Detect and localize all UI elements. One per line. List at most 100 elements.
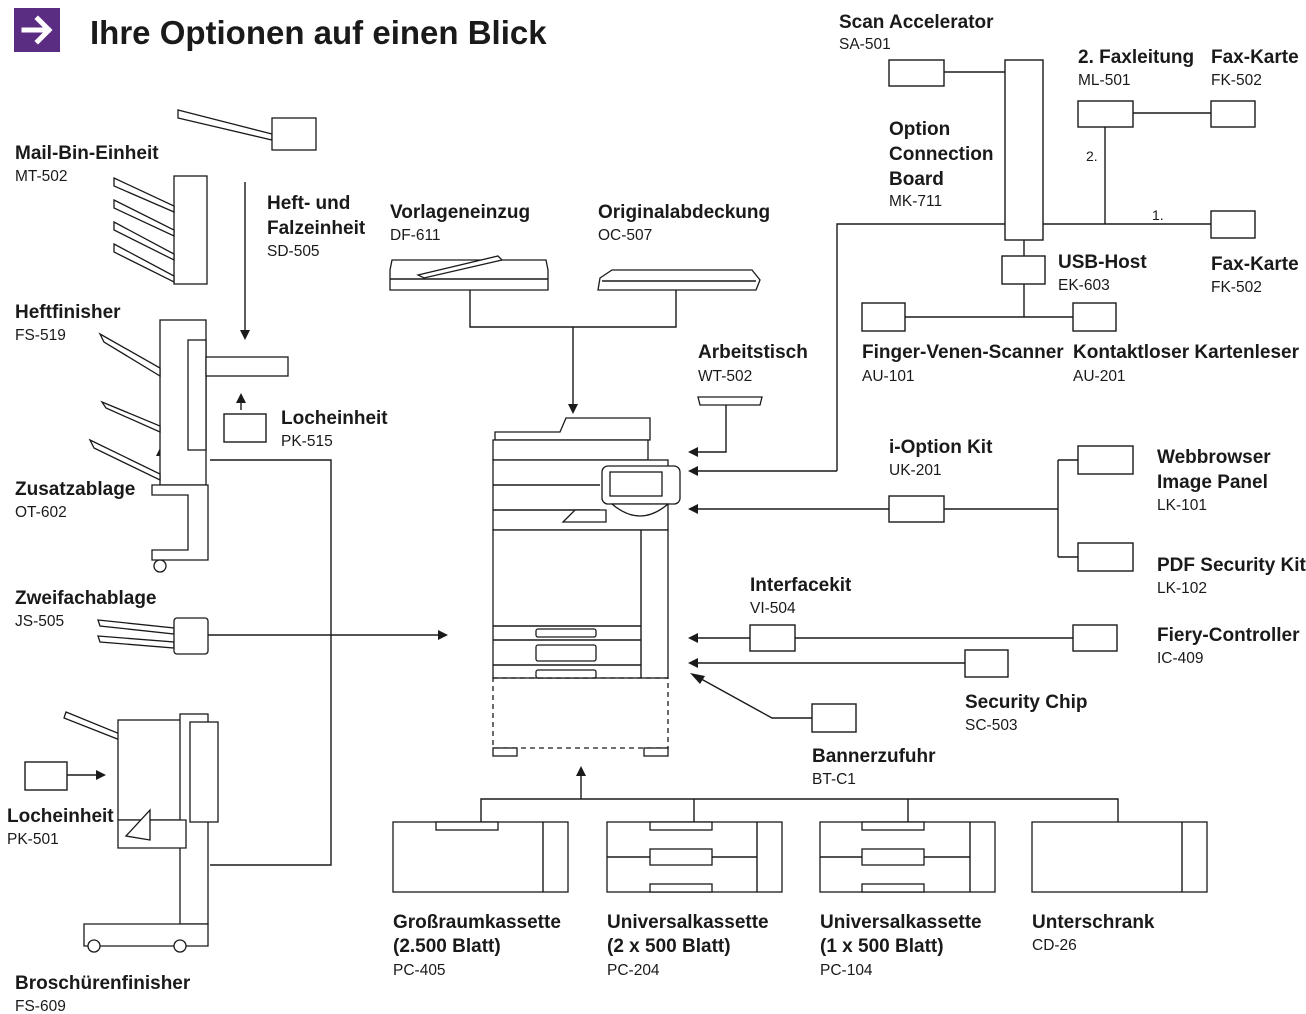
staple-finisher-code: FS-519 (15, 327, 66, 344)
line-label-1: 1. (1152, 207, 1164, 223)
banner-code: BT-C1 (812, 771, 856, 788)
fax-line-2-box (1077, 100, 1134, 128)
copier-main-unit (492, 417, 681, 757)
cabinet-name: Unterschrank (1032, 912, 1155, 933)
scan-accelerator-name: Scan Accelerator (839, 12, 994, 33)
cover-code: OC-507 (598, 227, 652, 244)
fax-card-bottom-code: FK-502 (1211, 279, 1262, 296)
finger-vein-scanner-box (861, 302, 906, 332)
universal-cassette-1-drawing (819, 821, 996, 893)
interface-kit-box (749, 624, 796, 652)
cabinet-drawing (1031, 821, 1208, 893)
banner-name: Bannerzufuhr (812, 746, 936, 767)
saddle-stitch-unit-drawing (177, 109, 317, 151)
dual-tray-code: JS-505 (15, 613, 64, 630)
univ1-code: PC-104 (820, 962, 873, 979)
extra-tray-name: Zusatzablage (15, 479, 135, 500)
lcc-name-2: (2.500 Blatt) (393, 936, 501, 957)
saddle-name-2: Falzeinheit (267, 218, 366, 239)
finger-vein-code: AU-101 (862, 368, 915, 385)
scan-accelerator-box (888, 59, 945, 87)
arrow-right-glyph (21, 15, 53, 45)
webbrowser-box (1077, 445, 1134, 475)
pdf-security-name: PDF Security Kit (1157, 555, 1306, 576)
fax-card-top-code: FK-502 (1211, 72, 1262, 89)
interface-kit-name: Interfacekit (750, 575, 852, 596)
large-capacity-cassette-drawing (392, 821, 569, 893)
adf-code: DF-611 (390, 227, 441, 244)
mail-bin-drawing (113, 175, 208, 285)
punch-pk501-code: PK-501 (7, 831, 59, 848)
fiery-name: Fiery-Controller (1157, 625, 1300, 646)
ocb-name-1: Option (889, 119, 950, 140)
option-connection-board-box (1004, 59, 1044, 241)
scan-accelerator-code: SA-501 (839, 36, 891, 53)
mail-bin-code: MT-502 (15, 168, 68, 185)
saddle-code: SD-505 (267, 243, 320, 260)
fax-line-2-code: ML-501 (1078, 72, 1131, 89)
contactless-card-reader-box (1072, 302, 1117, 332)
punch-pk501-name: Locheinheit (7, 806, 114, 827)
original-cover-drawing (597, 269, 761, 291)
fiery-code: IC-409 (1157, 650, 1204, 667)
booklet-finisher-drawing (63, 711, 219, 953)
line-label-2: 2. (1086, 148, 1098, 164)
dual-tray-drawing (97, 617, 209, 655)
worktable-code: WT-502 (698, 368, 752, 385)
booklet-finisher-name: Broschürenfinisher (15, 973, 191, 994)
universal-cassette-2-drawing (606, 821, 783, 893)
worktable-name: Arbeitstisch (698, 342, 808, 363)
extra-tray-code: OT-602 (15, 504, 67, 521)
punch-unit-pk515-box (223, 413, 267, 443)
worktable-drawing (697, 396, 763, 406)
univ2-name-2: (2 x 500 Blatt) (607, 936, 731, 957)
adf-drawing (389, 255, 549, 291)
banner-feeder-box (811, 703, 857, 733)
usb-host-name: USB-Host (1058, 252, 1147, 273)
security-chip-name: Security Chip (965, 692, 1087, 713)
fax-card-bottom-box (1210, 210, 1256, 239)
mail-bin-name: Mail-Bin-Einheit (15, 143, 159, 164)
i-option-name: i-Option Kit (889, 437, 993, 458)
usb-host-code: EK-603 (1058, 277, 1110, 294)
fiery-controller-box (1072, 624, 1118, 652)
staple-finisher-name: Heftfinisher (15, 302, 121, 323)
fax-card-top-name: Fax-Karte (1211, 47, 1299, 68)
saddle-name-1: Heft- und (267, 193, 350, 214)
punch-pk515-code: PK-515 (281, 433, 333, 450)
interface-kit-code: VI-504 (750, 600, 796, 617)
punch-unit-pk501-box (24, 761, 68, 791)
i-option-code: UK-201 (889, 462, 942, 479)
usb-host-box (1001, 255, 1046, 285)
security-chip-code: SC-503 (965, 717, 1018, 734)
adf-name: Vorlageneinzug (390, 202, 530, 223)
cover-name: Originalabdeckung (598, 202, 770, 223)
pdf-security-code: LK-102 (1157, 580, 1207, 597)
fax-line-2-name: 2. Faxleitung (1078, 47, 1194, 68)
contactless-code: AU-201 (1073, 368, 1126, 385)
staple-finisher-drawing (88, 319, 289, 573)
univ1-name-2: (1 x 500 Blatt) (820, 936, 944, 957)
contactless-name: Kontaktloser Kartenleser (1073, 342, 1300, 363)
webbrowser-name-1: Webbrowser (1157, 447, 1271, 468)
punch-pk515-name: Locheinheit (281, 408, 388, 429)
fax-card-bottom-name: Fax-Karte (1211, 254, 1299, 275)
dual-tray-name: Zweifachablage (15, 588, 157, 609)
pdf-security-box (1077, 542, 1134, 572)
security-chip-box (964, 649, 1009, 678)
univ2-code: PC-204 (607, 962, 660, 979)
webbrowser-name-2: Image Panel (1157, 472, 1268, 493)
finger-vein-name: Finger-Venen-Scanner (862, 342, 1064, 363)
i-option-kit-box (888, 495, 945, 523)
lcc-code: PC-405 (393, 962, 446, 979)
ocb-code: MK-711 (889, 193, 942, 210)
webbrowser-code: LK-101 (1157, 497, 1207, 514)
booklet-finisher-code: FS-609 (15, 998, 66, 1014)
univ2-name-1: Universalkassette (607, 912, 769, 933)
ocb-name-2: Connection (889, 144, 994, 165)
page-title: Ihre Optionen auf einen Blick (90, 14, 547, 51)
cabinet-code: CD-26 (1032, 937, 1077, 954)
univ1-name-1: Universalkassette (820, 912, 982, 933)
ocb-name-3: Board (889, 169, 944, 190)
